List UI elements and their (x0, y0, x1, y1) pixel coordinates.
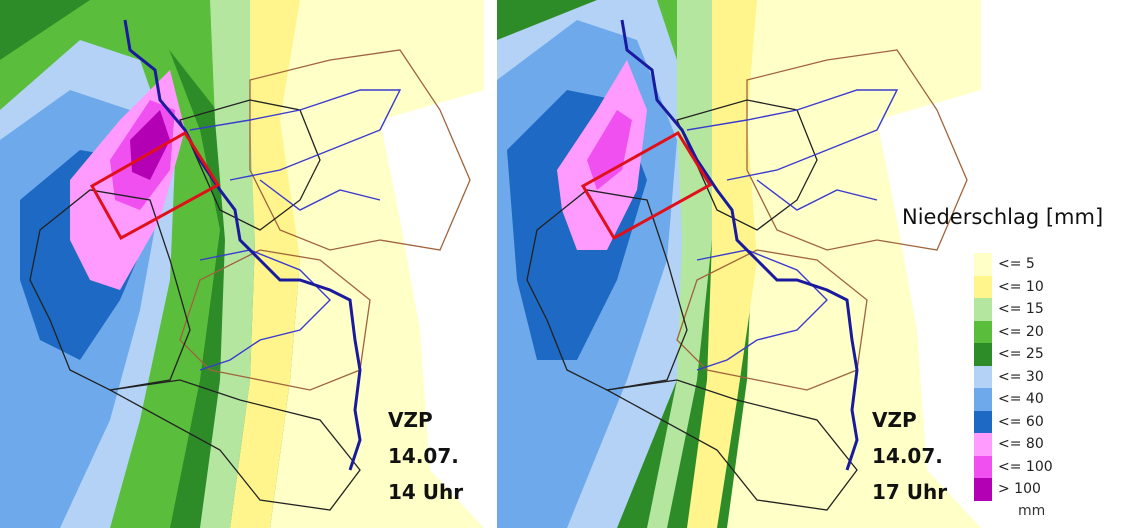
legend-swatch (974, 365, 992, 388)
legend-item: <= 100 (974, 455, 1053, 478)
legend-item: <= 40 (974, 388, 1053, 411)
legend-title: Niederschlag [mm] (902, 205, 1104, 229)
legend-label: <= 60 (998, 413, 1044, 430)
forecast-label-line1: VZP (872, 408, 917, 432)
forecast-label-line2: 14.07. (388, 444, 459, 468)
legend-item: <= 25 (974, 343, 1053, 366)
legend-label: <= 80 (998, 436, 1044, 453)
forecast-label-line2: 14.07. (872, 444, 943, 468)
legend-swatch (974, 410, 992, 433)
legend-swatch (974, 253, 992, 276)
forecast-label-line1: VZP (388, 408, 433, 432)
legend-item: <= 80 (974, 433, 1053, 456)
legend-label: <= 10 (998, 278, 1044, 295)
legend-label: <= 20 (998, 323, 1044, 340)
legend-item: <= 5 (974, 253, 1053, 276)
legend-item: <= 30 (974, 365, 1053, 388)
legend-swatch (974, 275, 992, 298)
legend-label: > 100 (998, 481, 1041, 498)
legend-label: <= 40 (998, 391, 1044, 408)
precipitation-legend: <= 5 <= 10 <= 15 <= 20 <= 25 <= 30 <= 40 <= 60 <… (974, 253, 1053, 501)
legend-label: <= 30 (998, 368, 1044, 385)
legend-item: <= 15 (974, 298, 1053, 321)
legend-swatch (974, 433, 992, 456)
legend-item: > 100 (974, 478, 1053, 501)
legend-swatch (974, 478, 992, 501)
precipitation-map-14h: VZP 14.07. 14 Uhr (0, 0, 484, 528)
legend-item: <= 10 (974, 275, 1053, 298)
legend-item: <= 60 (974, 410, 1053, 433)
legend-unit: mm (1018, 503, 1046, 519)
forecast-label-line3: 14 Uhr (388, 480, 464, 504)
legend-label: <= 5 (998, 256, 1035, 273)
forecast-time-label-left: VZP 14.07. 14 Uhr (388, 402, 463, 510)
precipitation-map-17h (497, 0, 981, 528)
legend-swatch (974, 320, 992, 343)
forecast-time-label-right: VZP 14.07. 17 Uhr (872, 402, 947, 510)
legend-label: <= 15 (998, 301, 1044, 318)
legend-swatch (974, 343, 992, 366)
legend-label: <= 25 (998, 346, 1044, 363)
legend-swatch (974, 388, 992, 411)
forecast-label-line3: 17 Uhr (872, 480, 948, 504)
legend-swatch (974, 298, 992, 321)
legend-item: <= 20 (974, 320, 1053, 343)
legend-swatch (974, 455, 992, 478)
legend-label: <= 100 (998, 458, 1053, 475)
